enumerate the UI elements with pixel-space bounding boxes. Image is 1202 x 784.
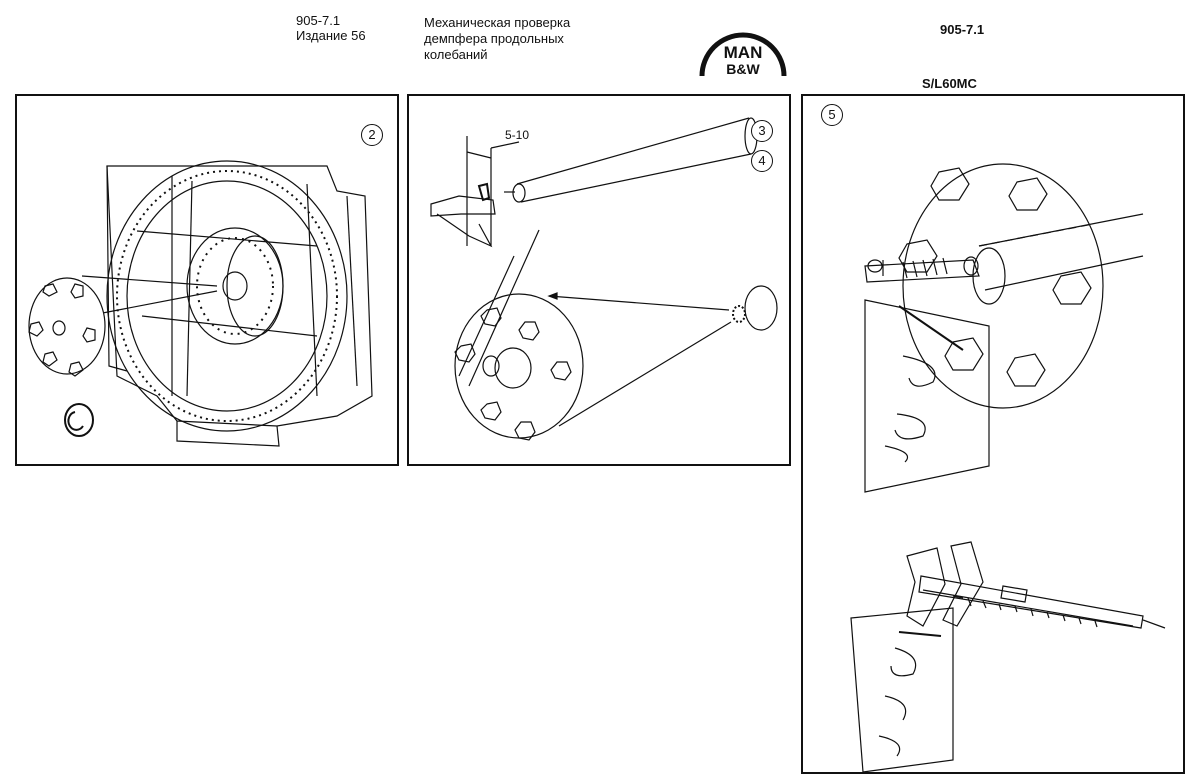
callout-5: 5: [821, 104, 843, 126]
page-title: Механическая проверка демпфера продольны…: [424, 15, 570, 63]
callout-2: 2: [361, 124, 383, 146]
right-doc-number: 905-7.1: [940, 22, 985, 37]
logo-line-1: MAN: [724, 43, 763, 62]
gauge-caliper-drawing: [850, 163, 1166, 772]
edition-label: Издание 56: [296, 28, 366, 43]
title-line-2: демпфера продольных: [424, 31, 564, 46]
figure-panel-gauge-and-caliper: 5: [801, 94, 1185, 774]
man-bw-logo: MAN B&W: [699, 32, 787, 77]
engine-model: S/L60MC: [922, 76, 977, 91]
title-line-3: колебаний: [424, 47, 488, 62]
damper-housing-drawing: [28, 160, 373, 447]
doc-number: 905-7.1: [296, 13, 341, 28]
title-line-1: Механическая проверка: [424, 15, 571, 30]
dimension-label: 5-10: [505, 128, 530, 142]
figure-panel-measuring-tool: 5-10 3 4: [407, 94, 791, 466]
figure-panel-damper-housing: 2: [15, 94, 399, 466]
callout-3: 3: [751, 120, 773, 142]
callout-4: 4: [751, 150, 773, 172]
measuring-tool-drawing: [430, 117, 778, 441]
logo-line-2: B&W: [726, 61, 760, 77]
